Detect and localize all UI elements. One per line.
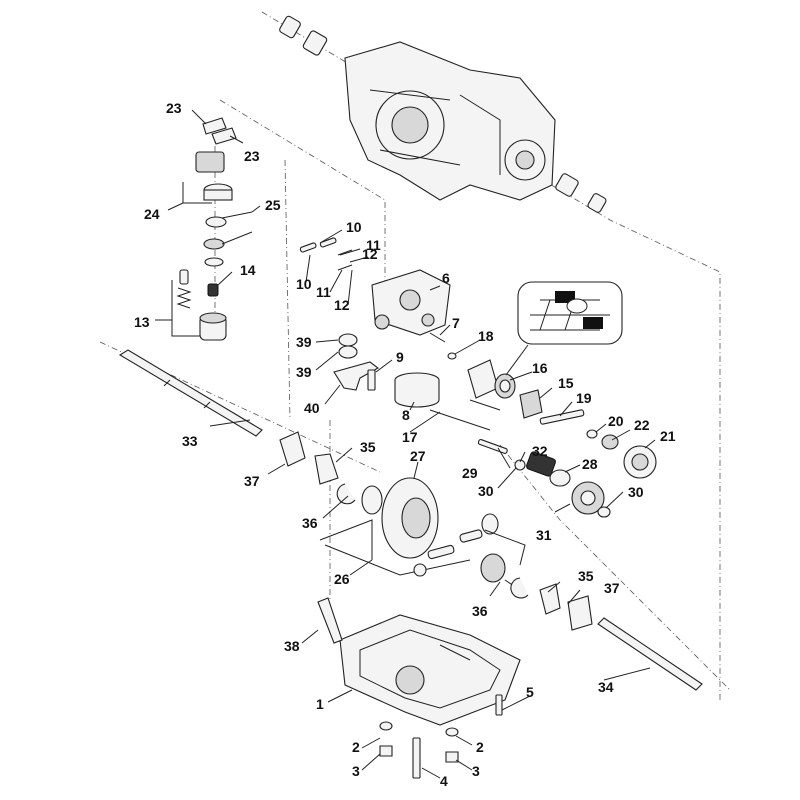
label-20: 20 bbox=[608, 413, 624, 429]
leader-lines bbox=[155, 109, 656, 779]
label-37b: 37 bbox=[604, 580, 620, 596]
label-8: 8 bbox=[402, 407, 410, 423]
label-7: 7 bbox=[452, 315, 460, 331]
label-17: 17 bbox=[402, 429, 418, 445]
label-10b: 10 bbox=[296, 276, 312, 292]
label-4: 4 bbox=[440, 773, 448, 789]
label-12a: 12 bbox=[362, 246, 378, 262]
label-30a: 30 bbox=[478, 483, 494, 499]
transmission-upper-housing bbox=[279, 15, 607, 213]
label-37a: 37 bbox=[244, 473, 260, 489]
label-35b: 35 bbox=[578, 568, 594, 584]
label-36a: 36 bbox=[302, 515, 318, 531]
brake-parts-stack bbox=[171, 117, 253, 341]
center-housing-parts bbox=[299, 237, 457, 408]
label-22: 22 bbox=[634, 417, 650, 433]
label-13: 13 bbox=[134, 314, 150, 330]
label-16: 16 bbox=[532, 360, 548, 376]
label-28: 28 bbox=[582, 456, 598, 472]
gear-assembly bbox=[319, 477, 529, 599]
label-2b: 2 bbox=[476, 739, 484, 755]
label-18: 18 bbox=[478, 328, 494, 344]
label-27: 27 bbox=[410, 448, 426, 464]
label-11a: 11 bbox=[366, 237, 381, 253]
detail-inset bbox=[505, 281, 623, 376]
label-3b: 3 bbox=[472, 763, 480, 779]
label-31: 31 bbox=[536, 527, 552, 543]
label-38: 38 bbox=[284, 638, 300, 654]
label-19: 19 bbox=[576, 390, 592, 406]
label-33: 33 bbox=[182, 433, 198, 449]
label-5: 5 bbox=[526, 684, 534, 700]
label-23b: 23 bbox=[244, 148, 260, 164]
label-34: 34 bbox=[598, 679, 614, 695]
lower-case bbox=[317, 597, 521, 779]
label-40: 40 bbox=[304, 400, 320, 416]
label-14: 14 bbox=[240, 262, 256, 278]
part-labels: 23 23 24 25 14 13 10 11 12 10 11 12 6 7 … bbox=[134, 100, 676, 789]
assembly-lines bbox=[99, 11, 731, 700]
label-35a: 35 bbox=[360, 439, 376, 455]
right-middle-parts bbox=[429, 359, 657, 518]
label-12b: 12 bbox=[334, 297, 350, 313]
label-11b: 11 bbox=[316, 284, 331, 300]
label-9: 9 bbox=[396, 349, 404, 365]
label-15: 15 bbox=[558, 375, 574, 391]
label-21: 21 bbox=[660, 428, 676, 444]
label-36b: 36 bbox=[472, 603, 488, 619]
label-26: 26 bbox=[334, 571, 350, 587]
label-29: 29 bbox=[462, 465, 478, 481]
label-3a: 3 bbox=[352, 763, 360, 779]
axle-left bbox=[118, 349, 356, 505]
label-6: 6 bbox=[442, 270, 450, 286]
label-39b: 39 bbox=[296, 364, 312, 380]
label-30b: 30 bbox=[628, 484, 644, 500]
label-25: 25 bbox=[265, 197, 281, 213]
label-39a: 39 bbox=[296, 334, 312, 350]
label-24: 24 bbox=[144, 206, 160, 222]
label-10a: 10 bbox=[346, 219, 362, 235]
label-2a: 2 bbox=[352, 739, 360, 755]
label-32: 32 bbox=[532, 443, 548, 459]
label-23a: 23 bbox=[166, 100, 182, 116]
label-1: 1 bbox=[316, 696, 324, 712]
axle-right bbox=[539, 583, 703, 691]
